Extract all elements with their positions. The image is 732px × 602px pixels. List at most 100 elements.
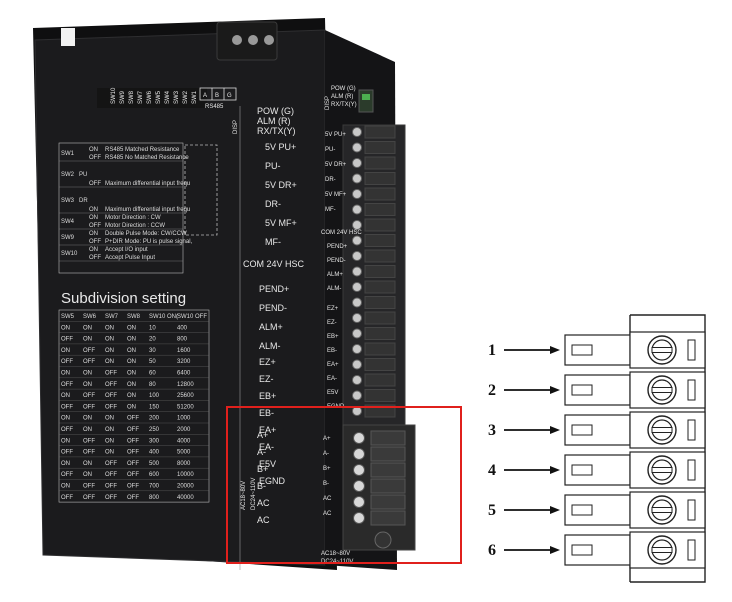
subdiv-cell: ON <box>127 337 136 343</box>
signal-terminal-screw <box>352 235 362 246</box>
switch-name-sw4: SW4 <box>61 219 75 225</box>
signal-terminal-screw <box>352 189 362 199</box>
subdiv-cell: ON <box>105 427 114 433</box>
switch-desc: Accept I/O input <box>105 247 148 253</box>
switch-state: OFF <box>89 155 101 161</box>
signal-label: 5V PU+ <box>265 142 296 152</box>
subdiv-cell: OFF <box>127 427 139 433</box>
encoder-label: EA- <box>259 442 274 452</box>
rs485-g: G <box>227 93 232 99</box>
encoder-label: EA+ <box>259 425 276 435</box>
subdiv-header: SW6 <box>83 314 97 320</box>
side-pend: PEND- <box>327 258 346 264</box>
pin-number-1: 1 <box>488 342 496 359</box>
subdiv-cell: 20 <box>149 337 156 343</box>
switch-name-sw2: SW2 <box>61 172 75 178</box>
subdiv-cell: 300 <box>149 438 160 444</box>
power-label: A+ <box>257 430 268 440</box>
switch-desc: Maximum differential input frequ <box>105 207 190 213</box>
signal-label: MF- <box>265 237 281 247</box>
signal-terminal-screw <box>352 328 362 339</box>
subdiv-cell: 3200 <box>177 359 191 365</box>
side-com: COM 24V HSC <box>321 230 362 236</box>
switch-name-sw1: SW1 <box>61 151 75 157</box>
subdiv-cell: OFF <box>61 495 73 501</box>
encoder-label: EZ- <box>259 374 274 384</box>
subdiv-cell: 51200 <box>177 404 194 410</box>
power-terminal-screw <box>353 464 365 476</box>
subdiv-cell: OFF <box>83 348 95 354</box>
subdivision-title: Subdivision setting <box>61 290 186 307</box>
subdiv-cell: OFF <box>61 427 73 433</box>
subdiv-cell: ON <box>61 461 70 467</box>
pend-label: PEND- <box>259 303 287 313</box>
wire-slot <box>571 504 593 516</box>
switch-desc: Motor Direction : CCW <box>105 223 165 229</box>
subdiv-cell: OFF <box>61 404 73 410</box>
subdiv-cell: ON <box>127 382 136 388</box>
subdiv-cell: 400 <box>149 450 160 456</box>
release-slot <box>687 419 696 441</box>
pin-number-4: 4 <box>488 462 496 479</box>
subdiv-cell: ON <box>83 325 92 331</box>
side-disp-row: POW (G) <box>331 86 356 92</box>
subdiv-cell: ON <box>61 484 70 490</box>
signal-terminal-screw <box>352 220 362 230</box>
subdiv-cell: 150 <box>149 404 160 410</box>
subdiv-header: SW7 <box>105 314 119 320</box>
subdiv-cell: 200 <box>149 416 160 422</box>
power-terminal-highlight <box>226 406 462 564</box>
signal-label: 5V DR+ <box>265 180 297 190</box>
dip-label-sw6: SW6 <box>147 90 153 104</box>
pin-arrow-head <box>550 426 560 434</box>
side-encoder: EB- <box>327 348 337 354</box>
side-pend: ALM+ <box>327 272 343 278</box>
subdiv-cell: OFF <box>127 472 139 478</box>
pin-number-3: 3 <box>488 422 496 439</box>
subdiv-cell: OFF <box>61 337 73 343</box>
subdiv-cell: ON <box>127 348 136 354</box>
subdiv-header: SW8 <box>127 314 141 320</box>
dip-label-sw10: SW10 <box>111 87 117 104</box>
subdiv-cell: OFF <box>105 484 117 490</box>
signal-terminal-screw <box>352 251 362 261</box>
release-slot <box>687 459 696 481</box>
switch-tag-sw2: PU <box>79 172 87 178</box>
subdiv-cell: ON <box>83 427 92 433</box>
switch-name-sw3: SW3 <box>61 198 75 204</box>
subdiv-cell: ON <box>127 393 136 399</box>
subdiv-cell: ON <box>127 325 136 331</box>
subdiv-cell: ON <box>105 438 114 444</box>
switch-state: OFF <box>89 239 101 245</box>
subdiv-cell: ON <box>105 325 114 331</box>
switch-desc: RS485 Matched Resistance <box>105 147 180 153</box>
subdiv-cell: 100 <box>149 393 160 399</box>
signal-terminal-screw <box>352 158 362 168</box>
switch-state: ON <box>89 231 98 237</box>
wire-slot <box>571 464 593 476</box>
side-encoder: EA+ <box>327 362 339 368</box>
switch-desc: RS485 No Matched Resistance <box>105 155 189 161</box>
subdiv-cell: OFF <box>105 472 117 478</box>
wire-slot <box>571 424 593 436</box>
encoder-label: EGND <box>259 476 286 486</box>
release-slot <box>687 379 696 401</box>
switch-desc: Accept Pulse Input <box>105 255 155 261</box>
pend-label: PEND+ <box>259 284 289 294</box>
side-encoder: EA- <box>327 376 337 382</box>
signal-terminal-screw <box>352 204 362 215</box>
subdiv-cell: 1600 <box>177 348 191 354</box>
switch-desc: P+DIR Mode: PU is pulse signal, <box>105 239 193 245</box>
side-voltage: AC18~80V <box>321 551 350 557</box>
subdiv-cell: ON <box>105 337 114 343</box>
signal-terminal-screw <box>352 390 362 401</box>
side-encoder: EZ+ <box>327 306 339 312</box>
subdiv-cell: ON <box>127 404 136 410</box>
subdiv-cell: ON <box>105 359 114 365</box>
subdiv-cell: 1000 <box>177 416 191 422</box>
subdiv-cell: OFF <box>105 371 117 377</box>
side-signal: MF- <box>325 207 336 213</box>
